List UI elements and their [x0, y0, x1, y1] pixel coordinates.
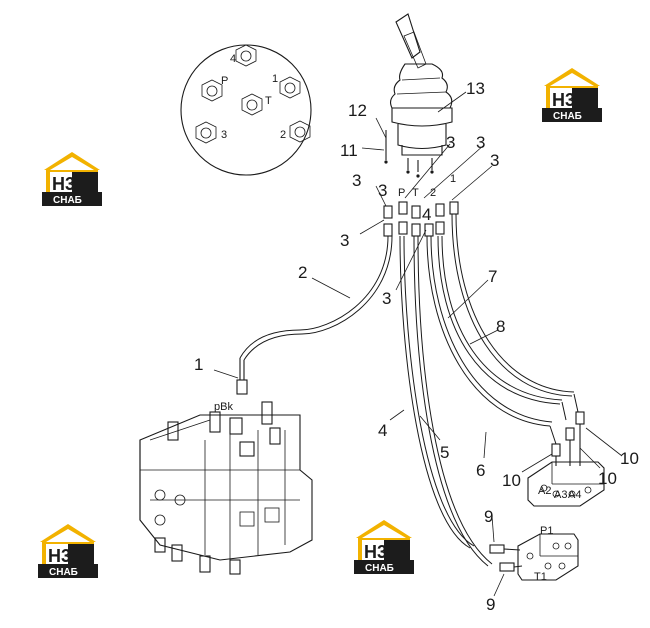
callout-3-top-c: 3 — [490, 151, 499, 170]
callout-12: 12 — [348, 101, 367, 120]
callout-4: 4 — [378, 421, 387, 440]
callout-1: 1 — [194, 355, 203, 374]
joystick-fittings — [383, 201, 459, 237]
valve-label-a3: A3 — [554, 489, 567, 501]
callout-13: 13 — [466, 79, 485, 98]
port-label-2: 2 — [430, 187, 436, 199]
brand-logo-left: Н3 СНАБ — [42, 152, 102, 206]
flange-label-2: 2 — [280, 129, 286, 141]
svg-text:СНАБ: СНАБ — [365, 563, 394, 574]
callout-10-left: 10 — [502, 471, 521, 490]
port-label-1: 1 — [450, 173, 456, 185]
flange-bolt-t — [241, 93, 263, 116]
valve-label-a4: A4 — [568, 489, 581, 501]
callout-3-left-a: 3 — [352, 171, 361, 190]
port-label-pbk: pBk — [214, 401, 233, 413]
svg-text:Н3: Н3 — [552, 90, 575, 110]
port-label-t: T — [412, 187, 419, 199]
brand-logo-bottom-left: Н3 СНАБ — [38, 524, 98, 578]
port-flange: 4 P T 1 3 2 — [180, 44, 312, 176]
svg-text:Н3: Н3 — [364, 542, 387, 562]
svg-text:СНАБ: СНАБ — [53, 195, 82, 206]
callout-10-far-right: 10 — [620, 449, 639, 468]
flange-label-1: 1 — [272, 73, 278, 85]
callout-4-top: 4 — [422, 205, 431, 224]
callout-6: 6 — [476, 461, 485, 480]
brand-logo-bottom-center: Н3 СНАБ — [354, 520, 414, 574]
callout-3-top-b: 3 — [476, 133, 485, 152]
flange-label-4: 4 — [230, 53, 236, 65]
flange-bolt-3 — [195, 121, 217, 144]
callout-3-top-a: 3 — [446, 133, 455, 152]
flange-bolt-p — [201, 79, 223, 102]
callout-9-top: 9 — [484, 507, 493, 526]
flange-bolt-1 — [279, 76, 301, 99]
leader-lines — [213, 91, 623, 597]
hoses — [239, 213, 579, 567]
callout-7: 7 — [488, 267, 497, 286]
callout-2: 2 — [298, 263, 307, 282]
valve-label-p1: P1 — [540, 525, 553, 537]
callout-11: 11 — [340, 141, 358, 160]
callout-8: 8 — [496, 317, 505, 336]
callout-3-left-c: 3 — [340, 231, 349, 250]
flange-label-p: P — [221, 75, 228, 87]
svg-text:СНАБ: СНАБ — [49, 567, 78, 578]
callout-9-bottom: 9 — [486, 595, 495, 614]
svg-text:Н3: Н3 — [52, 174, 75, 194]
port-label-p: P — [398, 187, 405, 199]
callout-3-mid: 3 — [382, 289, 391, 308]
brand-logo-top-right: Н3 СНАБ — [542, 68, 602, 122]
valve-label-t1: T1 — [534, 571, 547, 583]
callout-5: 5 — [440, 443, 449, 462]
flange-bolt-2 — [289, 120, 311, 143]
svg-text:СНАБ: СНАБ — [553, 111, 582, 122]
flange-label-3: 3 — [221, 129, 227, 141]
flange-label-t: T — [265, 95, 272, 107]
valve-label-a2: A2 — [538, 485, 551, 497]
pilot-block-a — [527, 411, 605, 507]
callout-3-left-b: 3 — [378, 181, 387, 200]
joystick — [384, 13, 453, 178]
pilot-block-p — [489, 533, 579, 581]
svg-text:Н3: Н3 — [48, 546, 71, 566]
callout-10-right: 10 — [598, 469, 617, 488]
flange-bolt-4 — [235, 44, 257, 67]
main-control-valve — [139, 358, 313, 575]
